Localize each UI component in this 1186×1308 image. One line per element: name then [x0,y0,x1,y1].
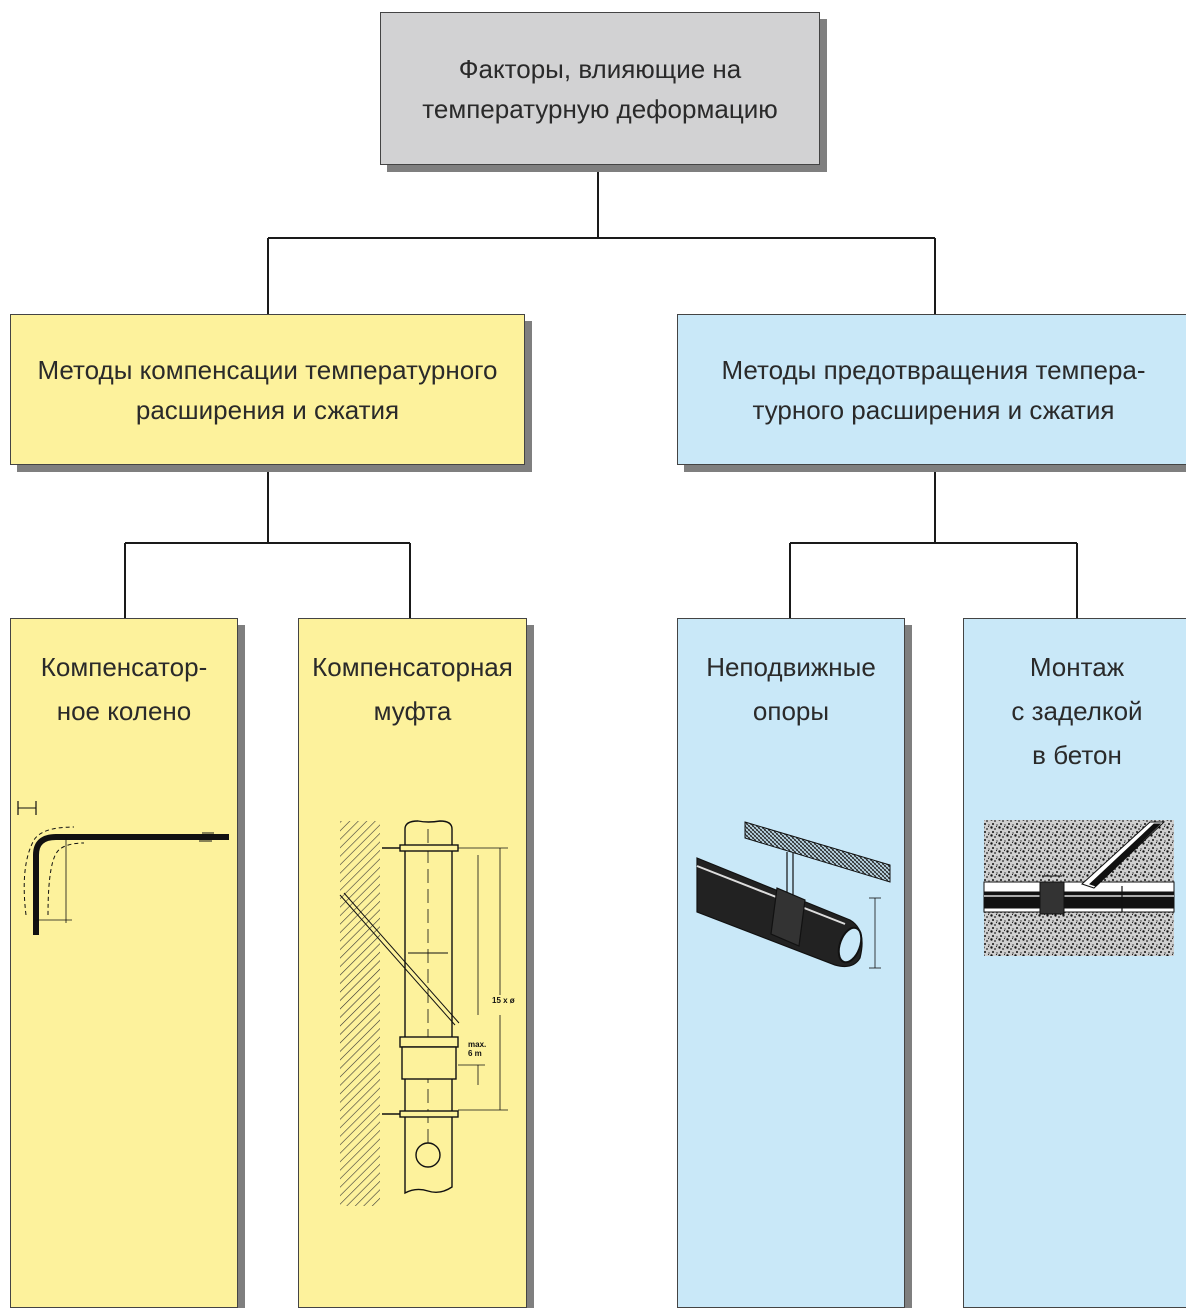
pipe-bend-column: Компенсатор- ное колено [10,618,238,1308]
fixed-supports-label: Неподвижные опоры [706,652,876,726]
root-node: Факторы, влияющие на температурную дефор… [380,12,820,165]
compensation-methods-label: Методы компенсации температурного расшир… [37,354,498,425]
fixed-supports-column: Неподвижные опоры [677,618,905,1308]
expansion-coupling-label: Компенсаторная муфта [312,652,513,726]
root-label: Факторы, влияющие на температурную дефор… [422,53,778,124]
spacing-annotation: 15 x ø [492,996,515,1005]
concrete-embed-label: Монтаж с заделкой в бетон [1011,652,1143,770]
fixed-support-icon [696,821,891,969]
concrete-embed-column: Монтаж с заделкой в бетон [963,618,1186,1308]
pipe-bend-label: Компенсатор- ное колено [40,652,208,726]
prevention-methods-label: Методы предотвращения темпера- турного р… [721,354,1146,425]
pipe-bend-icon [17,801,229,935]
expansion-coupling-icon: 15 x ø max.6 m [339,820,515,1206]
prevention-methods-node: Методы предотвращения темпера- турного р… [677,314,1186,465]
compensation-methods-node: Методы компенсации температурного расшир… [10,314,525,465]
wall-hatch [340,821,380,1206]
max-annotation: max.6 m [468,1040,486,1058]
concrete-embed-icon [983,820,1175,956]
